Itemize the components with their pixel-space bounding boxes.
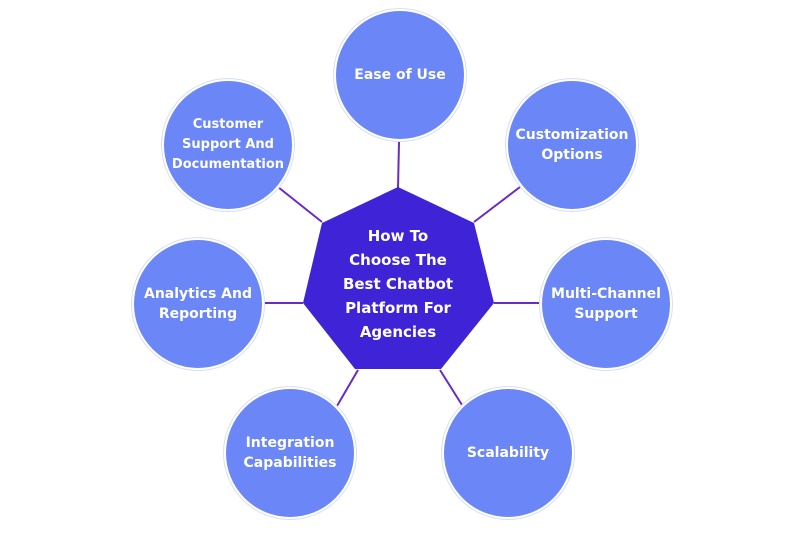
factor-label: Scalability [466, 445, 550, 461]
heptagon-shape [303, 187, 494, 369]
connector-ease-of-use [397, 141, 400, 189]
factor-customer-support-and-documentation: Customer Support And Documentation [164, 81, 292, 209]
connector-scalability [439, 369, 463, 406]
connector-customer-support [277, 186, 323, 223]
factor-label: Integration Capabilities [243, 435, 337, 471]
factor-customization-options: Customization Options [508, 81, 636, 209]
connector-integration-capabilities [336, 369, 359, 407]
connector-customization-options [473, 186, 521, 223]
factor-label: Customer Support And Documentation [171, 117, 285, 172]
center-hub: How To Choose The Best Chatbot Platform … [300, 183, 496, 379]
factor-scalability: Scalability [444, 389, 572, 517]
factor-label: Customization Options [515, 127, 629, 163]
factor-ease-of-use: Ease of Use [336, 11, 464, 139]
center-title: How To Choose The Best Chatbot Platform … [342, 227, 454, 341]
factor-label: Multi-Channel Support [551, 286, 661, 322]
factor-label: Analytics And Reporting [144, 286, 252, 322]
factor-label: Ease of Use [354, 67, 446, 83]
factor-integration-capabilities: Integration Capabilities [226, 389, 354, 517]
factor-analytics-and-reporting: Analytics And Reporting [134, 240, 262, 368]
factor-multi-channel-support: Multi-Channel Support [542, 240, 670, 368]
